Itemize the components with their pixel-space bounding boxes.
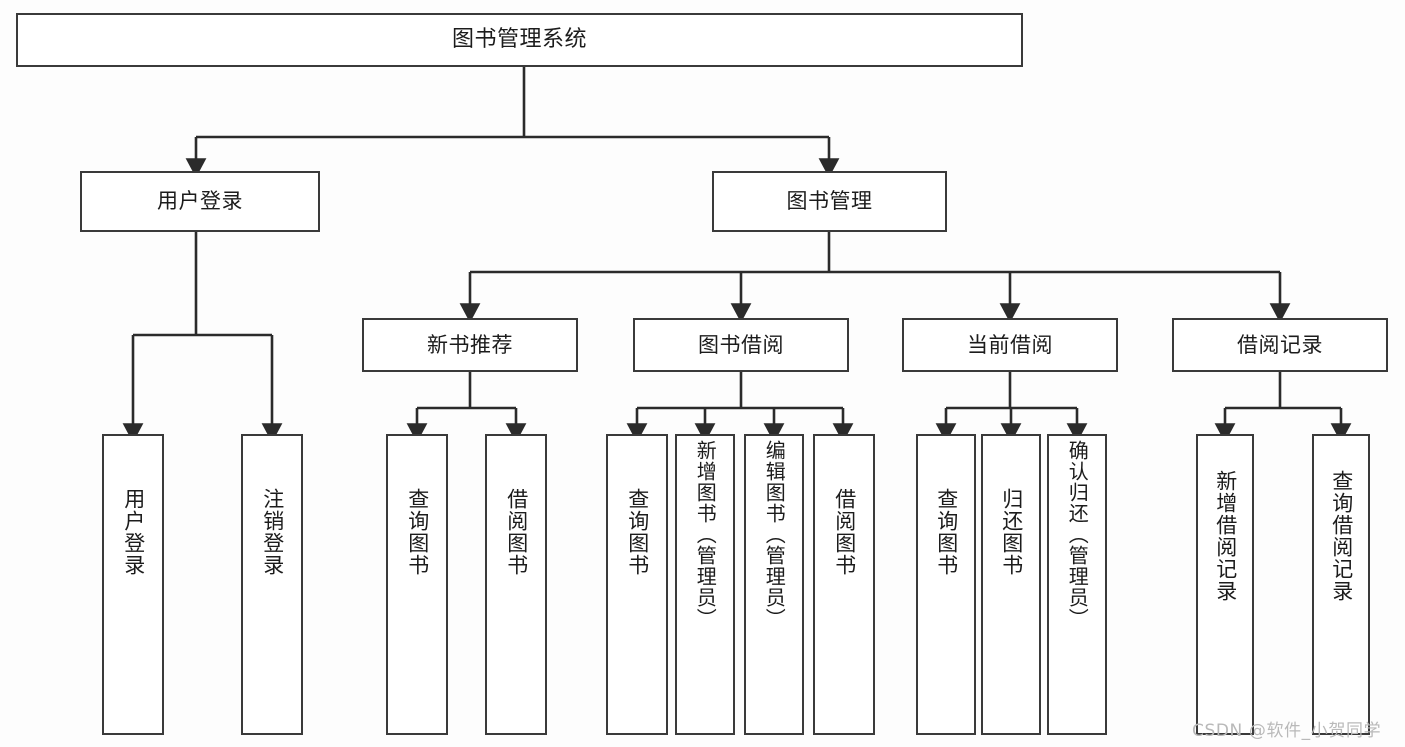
node-label: 编辑图书（管理员） xyxy=(762,440,787,629)
node-label: 用户登录 xyxy=(121,488,146,576)
leaf-query-book-recommend[interactable]: 查询图书 xyxy=(386,434,448,735)
leaf-query-book-current[interactable]: 查询图书 xyxy=(916,434,976,735)
leaf-add-book[interactable]: 新增图书（管理员） xyxy=(675,434,735,735)
leaf-query-book-borrow[interactable]: 查询图书 xyxy=(606,434,668,735)
node-book-manage[interactable]: 图书管理 xyxy=(712,171,947,232)
leaf-confirm-return[interactable]: 确认归还（管理员） xyxy=(1047,434,1107,735)
node-label: 借阅图书 xyxy=(832,488,857,576)
leaf-borrow-book-recommend[interactable]: 借阅图书 xyxy=(485,434,547,735)
leaf-add-borrow-record[interactable]: 新增借阅记录 xyxy=(1196,434,1254,735)
node-label: 借阅图书 xyxy=(504,488,529,576)
node-label: 确认归还（管理员） xyxy=(1065,440,1090,629)
node-label: 查询图书 xyxy=(934,488,959,576)
node-label: 图书借阅 xyxy=(698,332,784,357)
node-new-book-recommend[interactable]: 新书推荐 xyxy=(362,318,578,372)
node-label: 新增图书（管理员） xyxy=(693,440,718,629)
node-label: 注销登录 xyxy=(260,488,285,576)
node-root-system[interactable]: 图书管理系统 xyxy=(16,13,1023,67)
node-label: 借阅记录 xyxy=(1237,332,1323,357)
leaf-logout-login[interactable]: 注销登录 xyxy=(241,434,303,735)
leaf-return-book[interactable]: 归还图书 xyxy=(981,434,1041,735)
node-label: 当前借阅 xyxy=(967,332,1053,357)
leaf-edit-book[interactable]: 编辑图书（管理员） xyxy=(744,434,804,735)
node-label: 查询借阅记录 xyxy=(1329,470,1354,602)
csdn-watermark: CSDN @软件_小贺同学 xyxy=(1192,721,1382,741)
node-label: 查询图书 xyxy=(405,488,430,576)
node-label: 归还图书 xyxy=(999,488,1024,576)
node-user-login[interactable]: 用户登录 xyxy=(80,171,320,232)
node-current-borrow[interactable]: 当前借阅 xyxy=(902,318,1118,372)
node-label: 查询图书 xyxy=(625,488,650,576)
node-label: 图书管理系统 xyxy=(451,27,587,53)
leaf-query-borrow-record[interactable]: 查询借阅记录 xyxy=(1312,434,1370,735)
node-label: 图书管理 xyxy=(786,189,873,214)
leaf-user-login[interactable]: 用户登录 xyxy=(102,434,164,735)
node-label: 新增借阅记录 xyxy=(1213,470,1238,602)
node-label: 新书推荐 xyxy=(427,332,513,357)
leaf-borrow-book-borrow[interactable]: 借阅图书 xyxy=(813,434,875,735)
node-borrow-record[interactable]: 借阅记录 xyxy=(1172,318,1388,372)
node-book-borrow[interactable]: 图书借阅 xyxy=(633,318,849,372)
node-label: 用户登录 xyxy=(157,189,243,214)
